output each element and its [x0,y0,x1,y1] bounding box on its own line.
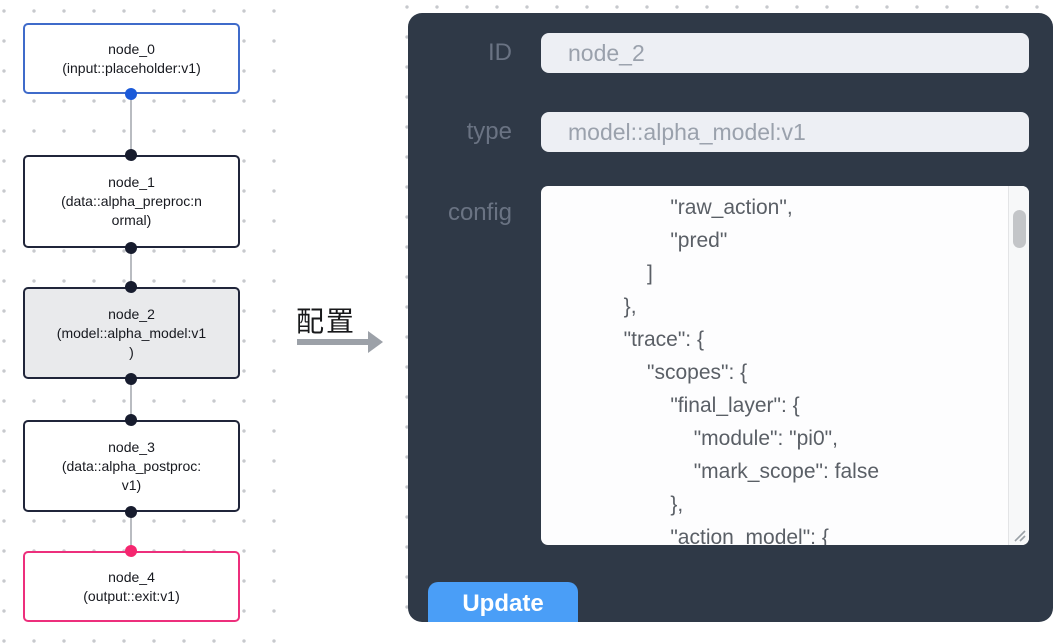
output-port-dot-node2[interactable] [125,373,137,385]
node-type-text: (input::placeholder:v1) [62,59,201,76]
id-field-label: ID [488,39,512,66]
config-scrollbar-thumb[interactable] [1013,210,1026,248]
config-json-text[interactable]: "raw_action", "pred" ] }, "trace": { "sc… [623,196,880,545]
node-title: node_2 [108,305,155,322]
node-title: node_3 [108,438,155,455]
node-title: node_1 [108,174,155,190]
node-properties-panel: ID type config "raw_action", "pred" ] },… [408,13,1053,622]
type-field-label: type [466,118,512,145]
graph-node-node_1[interactable]: node_1 (data::alpha_preproc:n ormal) [23,155,240,248]
right-arrow-head-icon [368,331,383,353]
node-title: node_4 [108,568,155,585]
input-port-dot-node3[interactable] [125,414,137,426]
panel-canvas: ID type config "raw_action", "pred" ] },… [392,0,1062,630]
configure-label: 配置 [296,306,357,337]
node-type-text: ormal) [111,212,152,228]
config-scrollbar-track[interactable] [1008,186,1029,545]
output-port-dot-node1[interactable] [125,242,137,254]
node-type-text: v1) [121,476,142,493]
node-type-text: (data::alpha_preproc:n [61,193,202,209]
config-field-label: config [447,199,512,226]
node-type-text: (model::alpha_model:v1 [56,324,207,341]
graph-node-node_3[interactable]: node_3 (data::alpha_postproc: v1) [23,420,240,512]
type-input[interactable] [541,112,1029,152]
config-textarea[interactable]: "raw_action", "pred" ] }, "trace": { "sc… [541,186,1029,545]
edge-node0-node1 [130,94,132,155]
node-title: node_0 [108,40,155,57]
right-arrow-icon [297,339,369,345]
output-port-dot-node0[interactable] [125,88,137,100]
graph-node-node_0[interactable]: node_0 (input::placeholder:v1) [23,23,240,94]
edge-node1-node2 [130,248,132,287]
input-port-dot-node2[interactable] [125,281,137,293]
input-port-dot-node1[interactable] [125,149,137,161]
input-port-dot-node4[interactable] [125,545,137,557]
graph-canvas[interactable]: node_0 (input::placeholder:v1) node_1 (d… [0,0,278,643]
graph-node-node_2-selected[interactable]: node_2 (model::alpha_model:v1 ) [23,287,240,379]
update-button[interactable]: Update [428,582,578,622]
edge-node3-node4 [130,512,132,551]
graph-node-node_4[interactable]: node_4 (output::exit:v1) [23,551,240,622]
output-port-dot-node3[interactable] [125,506,137,518]
id-input[interactable] [541,33,1029,73]
textarea-resize-handle-icon[interactable] [1011,527,1027,543]
node-type-text: (data::alpha_postproc: [61,457,202,474]
node-type-text: (output::exit:v1) [83,587,180,604]
edge-node2-node3 [130,379,132,420]
node-type-text: ) [129,343,134,360]
